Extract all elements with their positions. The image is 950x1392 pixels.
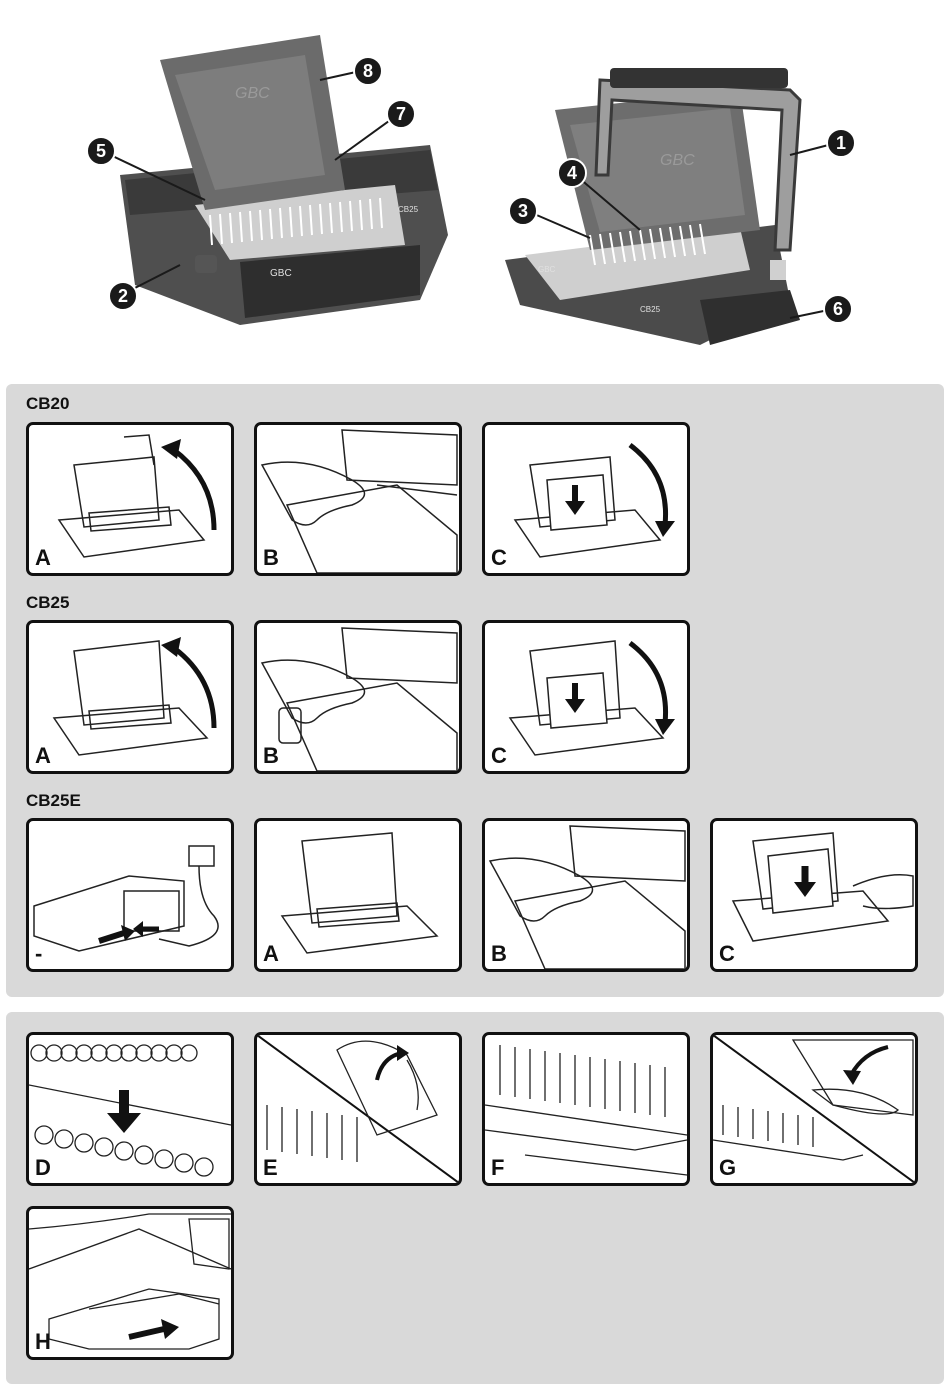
callout-7: 7 — [386, 99, 416, 129]
binding-step-f: F — [482, 1032, 690, 1186]
step-label: G — [719, 1155, 737, 1180]
step-label: F — [491, 1155, 505, 1180]
step-label: B — [263, 743, 279, 768]
right-machine: GBC CB25 GBC — [505, 68, 802, 345]
svg-text:GBC: GBC — [235, 85, 270, 102]
callout-8: 8 — [353, 56, 383, 86]
binding-step-e: E — [254, 1032, 462, 1186]
cb20-step-b: B — [254, 422, 462, 576]
step-label: A — [35, 743, 51, 768]
callout-4: 4 — [557, 158, 587, 188]
step-label: C — [491, 743, 507, 768]
section-title-cb20: CB20 — [26, 394, 70, 413]
svg-text:GBC: GBC — [660, 152, 695, 169]
binding-steps-panel: D E F G — [6, 1012, 944, 1384]
binding-step-d: D — [26, 1032, 234, 1186]
step-label: C — [491, 545, 507, 570]
binding-step-h: H — [26, 1206, 234, 1360]
binding-machines-illustration: GBC CB25 GBC GBC CB25 GB — [99, 35, 841, 345]
callout-1: 1 — [826, 128, 856, 158]
left-logo-text: GBC — [270, 268, 292, 279]
step-label: D — [35, 1155, 51, 1180]
left-machine: GBC CB25 GBC — [120, 35, 448, 325]
right-logo-text: GBC — [538, 265, 556, 274]
step-label: E — [263, 1155, 278, 1180]
step-label: A — [35, 545, 51, 570]
step-label: B — [263, 545, 279, 570]
right-model-text: CB25 — [640, 305, 661, 314]
step-label: - — [35, 941, 43, 966]
left-model-text: CB25 — [398, 205, 419, 214]
callout-3: 3 — [508, 196, 538, 226]
step-label: H — [35, 1329, 51, 1354]
callout-2: 2 — [108, 281, 138, 311]
callout-5: 5 — [86, 136, 116, 166]
cb25-step-b: B — [254, 620, 462, 774]
cb25e-step-b: B — [482, 818, 690, 972]
cb20-step-c: C — [482, 422, 690, 576]
binding-step-g: G — [710, 1032, 918, 1186]
setup-steps-panel: CB20 A B C CB25 A — [6, 384, 944, 997]
callout-6: 6 — [823, 294, 853, 324]
step-label: C — [719, 941, 735, 966]
hero-illustrations: GBC CB25 GBC GBC CB25 GB — [0, 0, 950, 375]
cb25e-step-power: - — [26, 818, 234, 972]
cb25-step-a: A — [26, 620, 234, 774]
cb25-step-c: C — [482, 620, 690, 774]
section-title-cb25: CB25 — [26, 593, 70, 612]
section-title-cb25e: CB25E — [26, 791, 81, 810]
step-label: B — [491, 941, 507, 966]
cb25e-step-a: A — [254, 818, 462, 972]
cb20-step-a: A — [26, 422, 234, 576]
cb25e-step-c: C — [710, 818, 918, 972]
step-label: A — [263, 941, 279, 966]
